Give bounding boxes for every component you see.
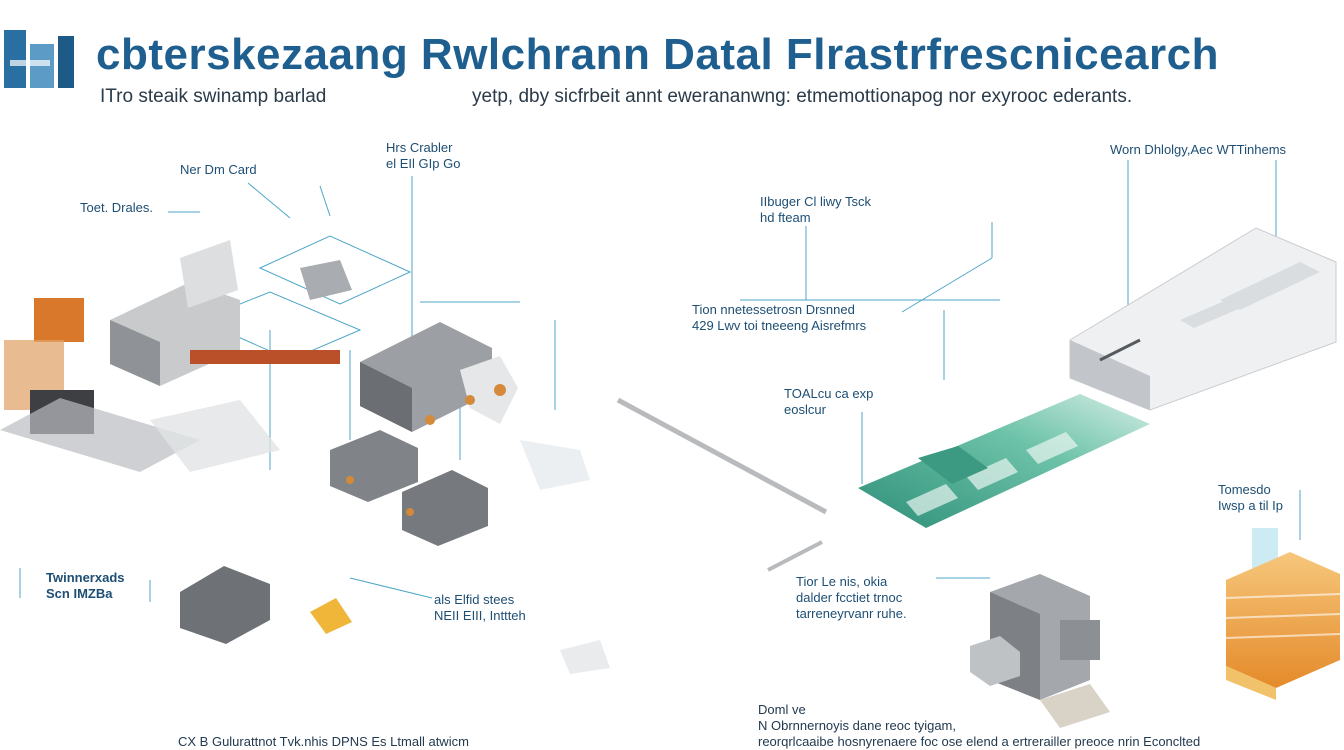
infographic-title: cbterskezaang Rwlchrann Datal Flrastrfre… (96, 30, 1220, 79)
label-doml: Doml ve N Obrnnernoyis dane reoc tyigam,… (758, 702, 1200, 750)
label-doml-line3: reorqrlcaaibe hosnyrenaere foc ose elend… (758, 734, 1201, 749)
subtitle-right: yetp, dby sicfrbeit annt ewerananwng: et… (472, 86, 1133, 107)
label-tior-le-line2: dalder fcctiet trnoc (796, 590, 903, 605)
label-tion-nnetess-line2: 429 Lwv toi tneeeng Aisrefmrs (692, 318, 867, 333)
label-ilbuger: IIbuger Cl liwy Tsck hd fteam (760, 194, 871, 226)
label-ilbuger-line1: IIbuger Cl liwy Tsck (760, 194, 872, 209)
label-tior-le-line3: tarreneyrvanr ruhe. (796, 606, 907, 621)
orange-layered-box (1225, 528, 1341, 700)
label-tomesdo-line2: Iwsp a til Ip (1218, 498, 1284, 513)
label-twinnerds: Twinnerxads Scn IMZBa (46, 570, 125, 602)
label-ilbuger-line2: hd fteam (760, 210, 811, 225)
label-als-elfid-line1: als Elfid stees (434, 592, 515, 607)
label-doml-line2: N Obrnnernoyis dane reoc tyigam, (758, 718, 956, 733)
label-toalc-line2: eoslcur (784, 402, 826, 417)
logo-mark (4, 30, 74, 88)
label-hrs-crabler-line1: Hrs Crabler (386, 140, 453, 155)
subtitle-left: ITro steaik swinamp barlad (100, 86, 327, 107)
label-doml-line1: Doml ve (758, 702, 806, 717)
label-tion-nnetess: Tion nnetessetrosn Drsnned 429 Lwv toi t… (692, 302, 866, 334)
label-tomesdo: Tomesdo Iwsp a til Ip (1218, 482, 1283, 514)
label-twinnerds-line1: Twinnerxads (46, 570, 125, 585)
label-bottom-left: CX B Gulurattnot Tvk.nhis DPNS Es Ltmall… (178, 734, 469, 749)
label-toalc: TOALcu ca exp eoslcur (784, 386, 873, 418)
center-rail (616, 397, 828, 572)
label-tomesdo-line1: Tomesdo (1218, 482, 1271, 497)
label-worn-dhoby: Worn Dhlolgy,Aec WTTinhems (1110, 142, 1287, 157)
label-hrs-crabler: Hrs Crabler el EIl GIp Go (386, 140, 460, 172)
label-toalc-line1: TOALcu ca exp (784, 386, 874, 401)
label-toet-drales: Toet. Drales. (80, 200, 153, 215)
label-als-elfid-line2: NEII EIII, Inttteh (434, 608, 526, 623)
label-tion-nnetess-line1: Tion nnetessetrosn Drsnned (692, 302, 855, 317)
label-twinnerds-line2: Scn IMZBa (46, 586, 113, 601)
right-platform-cluster (858, 227, 1337, 528)
label-ner-dm-card: Ner Dm Card (180, 162, 257, 177)
label-als-elfid: als Elfid stees NEII EIII, Inttteh (434, 592, 526, 624)
label-tior-le: Tior Le nis, okia dalder fcctiet trnoc t… (796, 574, 907, 622)
label-tior-le-line1: Tior Le nis, okia (796, 574, 888, 589)
left-machinery-cluster (0, 240, 610, 674)
label-hrs-crabler-line2: el EIl GIp Go (386, 156, 461, 171)
right-block-stack (970, 574, 1110, 728)
